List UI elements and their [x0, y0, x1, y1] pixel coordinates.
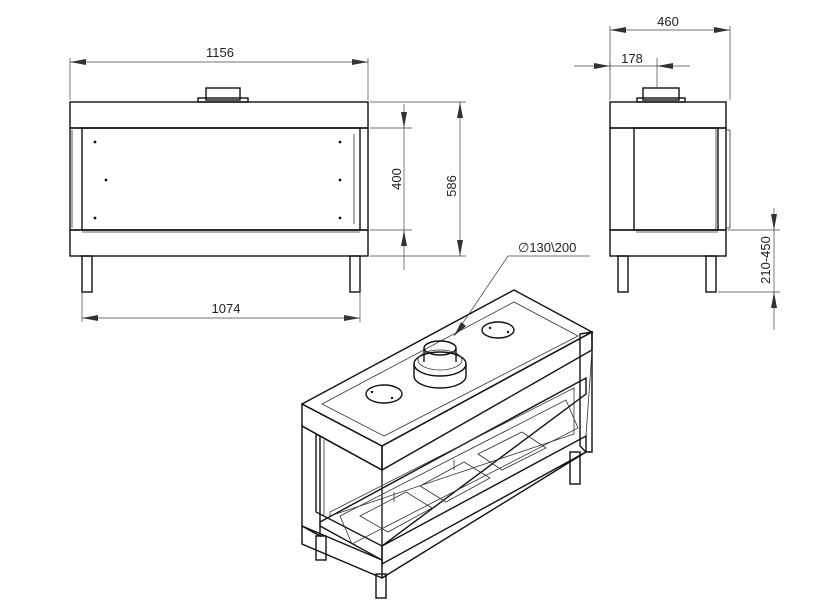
side-view: 460 178 210-450 — [574, 14, 780, 330]
isometric-view: ∅130\200 — [300, 240, 594, 599]
dimension-flue-diameter: ∅130\200 — [518, 240, 576, 255]
front-view: 1156 1074 400 586 — [69, 45, 466, 322]
dimension-glass-height: 400 — [389, 168, 404, 190]
dimension-total-height: 586 — [444, 175, 459, 197]
dimension-width-inner: 1074 — [212, 301, 241, 316]
dimension-leg-height: 210-450 — [758, 236, 773, 284]
dimension-flue-offset: 178 — [621, 51, 643, 66]
dimension-width-total: 1156 — [206, 45, 234, 60]
dimension-depth: 460 — [657, 14, 679, 29]
